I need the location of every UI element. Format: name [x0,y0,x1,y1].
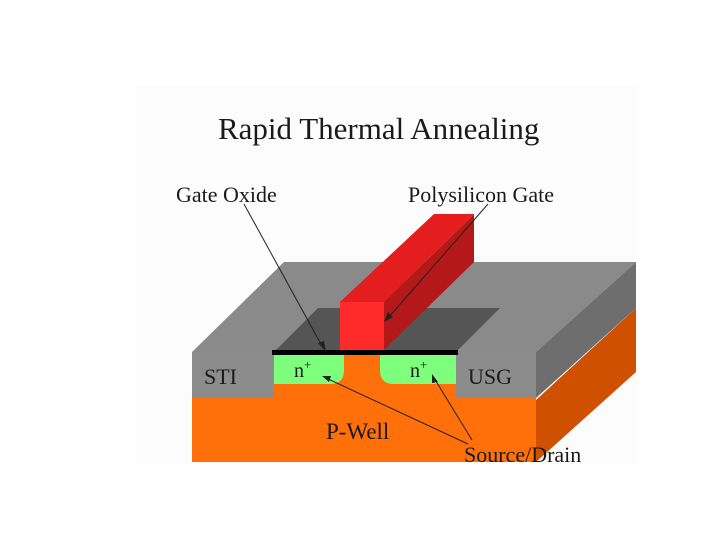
polysilicon-top-face [340,214,474,302]
source-drain-arrowhead-left [322,376,331,382]
sti-label: STI [204,364,237,389]
n-plus-left-base: n [294,360,304,382]
polysilicon-arrowhead [384,312,393,322]
p-well-side-face [536,308,636,462]
polysilicon-front-face [340,302,384,350]
usg-front-face [456,352,536,398]
polysilicon-side-face [384,214,474,350]
polysilicon-pointer [387,203,489,319]
source-drain-pointer-left [325,377,469,445]
p-well-label: P-Well [326,419,389,444]
polysilicon-gate-label: Polysilicon Gate [408,182,554,207]
slide-title: Rapid Thermal Annealing [218,111,539,146]
usg-label: USG [468,364,512,389]
p-well-front-face [192,398,536,462]
gate-oxide-pointer [243,203,323,347]
n-plus-left-superscript: + [304,357,311,372]
source-drain-arrowhead-right [432,374,438,383]
source-drain-label: Source/Drain [464,442,581,467]
oxide-side-face [536,262,636,398]
sti-front-face [192,352,274,398]
gate-oxide-label: Gate Oxide [176,182,277,207]
n-plus-left-label: n+ [294,357,311,382]
gate-oxide-layer [272,350,458,355]
source-drain-pointer-right [433,377,473,441]
gate-oxide-arrowhead [318,341,326,352]
n-plus-right-base: n [410,360,420,382]
n-plus-right-region [380,352,456,384]
n-plus-right-superscript: + [420,357,427,372]
n-plus-right-label: n+ [410,357,427,382]
